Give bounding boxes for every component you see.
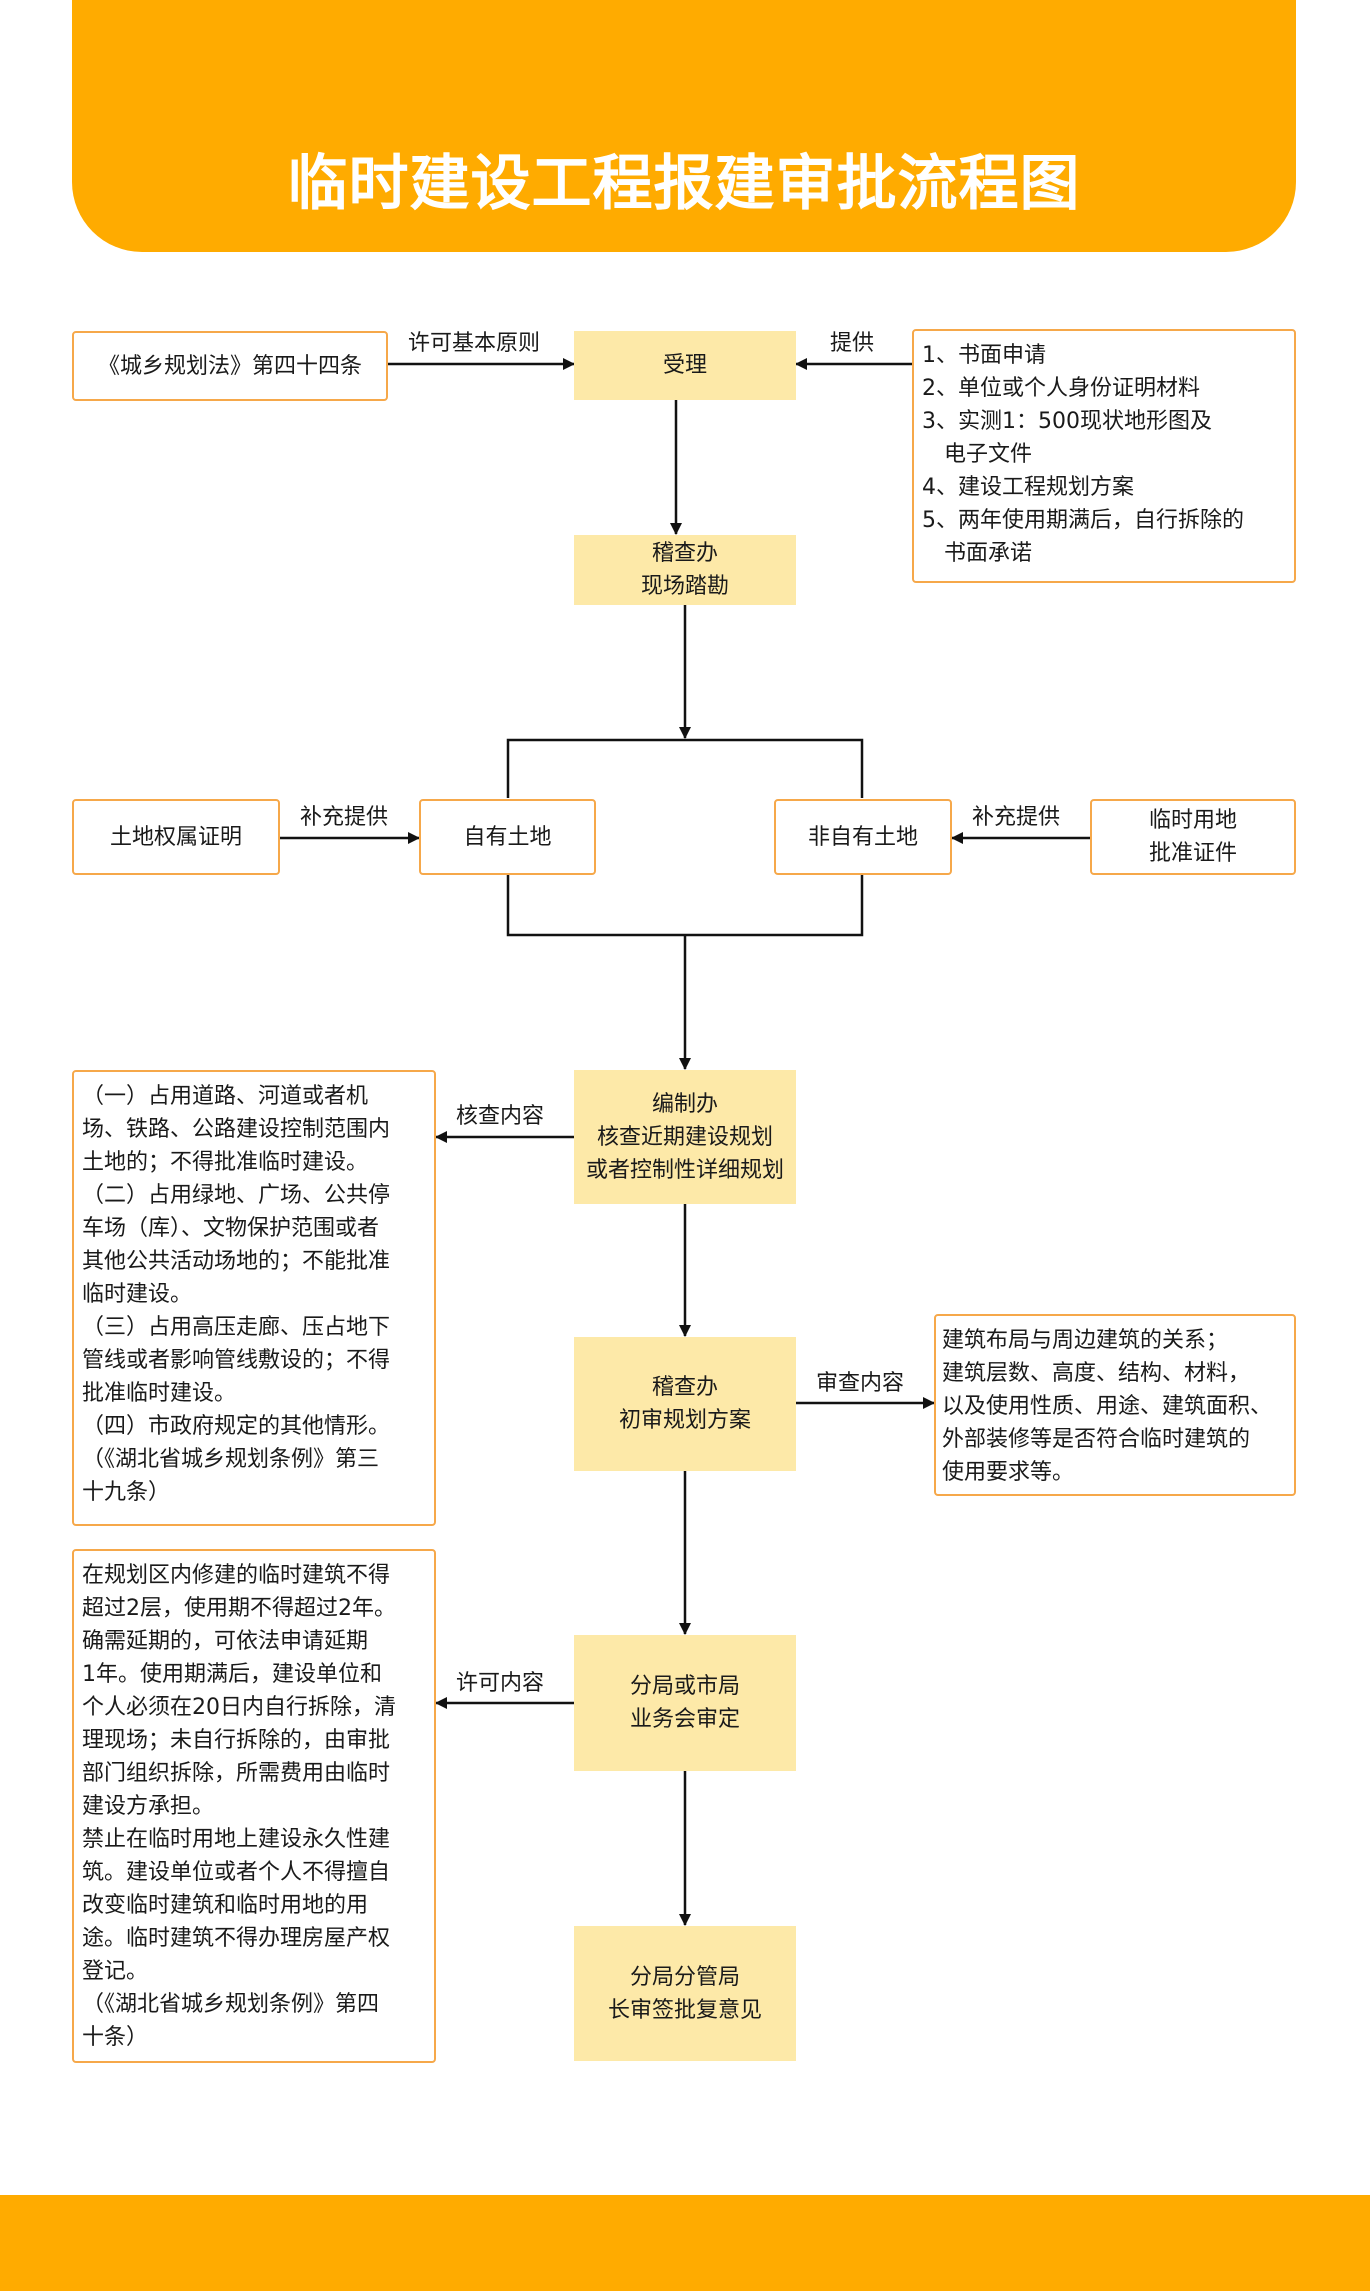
box-permit-content-line: 登记。: [82, 1959, 149, 1984]
box-check-content-line: （四）市政府规定的其他情形。: [82, 1414, 391, 1439]
box-permit-content-line: 禁止在临时用地上建设永久性建: [82, 1827, 391, 1852]
box-check-content-line: 临时建设。: [82, 1282, 193, 1307]
node-own-land-line: 自有土地: [463, 824, 552, 850]
box-check-content-line: （《湖北省城乡规划条例》第三: [82, 1447, 380, 1472]
box-land-cert-line: 土地权属证明: [109, 824, 242, 850]
node-approval: 分局分管局 长审签批复意见: [574, 1926, 796, 2061]
node-own-land: 自有土地: [419, 799, 596, 875]
box-review-content-line: 使用要求等。: [942, 1460, 1075, 1485]
node-accept-line: 受理: [662, 353, 707, 378]
box-permit-content-line: 超过2层，使用期不得超过2年。: [82, 1596, 396, 1621]
box-check-content-line: 车场（库）、文物保护范围或者: [82, 1216, 380, 1241]
box-check-content-line: 土地的；不得批准临时建设。: [82, 1150, 369, 1175]
box-review-content-line: 建筑布局与周边建筑的关系；: [942, 1328, 1229, 1353]
box-law-line: 《城乡规划法》第四十四条: [97, 353, 362, 379]
box-materials-line: 2、单位或个人身份证明材料: [922, 376, 1200, 401]
node-initial-review-line: 稽查办: [651, 1375, 718, 1400]
box-permit-content-line: 在规划区内修建的临时建筑不得: [82, 1563, 391, 1588]
box-materials-line: 4、建设工程规划方案: [922, 475, 1134, 500]
edge-label-supplement-right: 补充提供: [972, 805, 1061, 830]
box-review-content-line: 以及使用性质、用途、建筑面积、: [942, 1394, 1273, 1419]
box-temp-land-line: 临时用地: [1148, 808, 1237, 833]
edge-label-provide: 提供: [830, 331, 875, 356]
box-materials: 1、书面申请 2、单位或个人身份证明材料 3、实测1：500现状地形图及 电子文…: [912, 329, 1296, 583]
node-initial-review-line: 初审规划方案: [618, 1408, 751, 1433]
merge-land-types: [506, 875, 864, 937]
node-planning-check-line: 编制办: [651, 1091, 718, 1117]
edge-label-review: 审查内容: [816, 1371, 905, 1396]
box-review-content: 建筑布局与周边建筑的关系； 建筑层数、高度、结构、材料， 以及使用性质、用途、建…: [934, 1314, 1296, 1496]
box-check-content-line: 管线或者影响管线敷设的；不得: [82, 1348, 391, 1373]
box-permit-content-line: 理现场；未自行拆除的，由审批: [82, 1728, 391, 1753]
box-check-content-line: 其他公共活动场地的；不能批准: [82, 1249, 391, 1274]
box-check-content-line: 场、铁路、公路建设控制范围内: [82, 1117, 391, 1142]
box-materials-line: 电子文件: [922, 442, 1033, 467]
box-check-content-line: 批准临时建设。: [82, 1381, 237, 1406]
node-meeting-review-line: 业务会审定: [629, 1707, 740, 1732]
box-permit-content-line: 改变临时建筑和临时用地的用: [82, 1893, 369, 1918]
node-non-own-land-line: 非自有土地: [807, 824, 918, 850]
node-planning-check: 编制办 核查近期建设规划 或者控制性详细规划: [574, 1070, 796, 1204]
box-permit-content-line: （《湖北省城乡规划条例》第四: [82, 1992, 380, 2017]
edge-label-supplement-left: 补充提供: [300, 805, 389, 830]
node-approval-line: 长审签批复意见: [607, 1997, 762, 2023]
box-temp-land-line: 批准证件: [1148, 841, 1237, 866]
box-check-content-line: （一）占用道路、河道或者机: [82, 1084, 369, 1109]
box-review-content-line: 外部装修等是否符合临时建筑的: [942, 1427, 1251, 1452]
box-permit-content-line: 十条）: [82, 2025, 149, 2050]
box-permit-content: 在规划区内修建的临时建筑不得 超过2层，使用期不得超过2年。 确需延期的，可依法…: [72, 1549, 436, 2063]
box-materials-line: 书面承诺: [922, 541, 1033, 566]
box-materials-line: 1、书面申请: [922, 343, 1046, 368]
node-planning-check-line: 核查近期建设规划: [596, 1124, 773, 1150]
node-accept: 受理: [574, 331, 796, 400]
box-check-content: （一）占用道路、河道或者机 场、铁路、公路建设控制范围内 土地的；不得批准临时建…: [72, 1070, 436, 1526]
box-review-content-line: 建筑层数、高度、结构、材料，: [942, 1361, 1251, 1386]
box-land-cert: 土地权属证明: [72, 799, 280, 875]
box-check-content-line: 十九条）: [82, 1480, 171, 1505]
box-permit-content-line: 部门组织拆除，所需费用由临时: [82, 1761, 391, 1786]
box-temp-land: 临时用地 批准证件: [1090, 799, 1296, 875]
box-permit-content-line: 个人必须在20日内自行拆除，清: [82, 1695, 396, 1720]
edge-label-permit: 许可内容: [456, 1671, 545, 1696]
node-site-survey: 稽查办 现场踏勘: [574, 535, 796, 605]
page-title: 临时建设工程报建审批流程图: [287, 149, 1081, 219]
node-planning-check-line: 或者控制性详细规划: [585, 1157, 784, 1183]
edge-label-check: 核查内容: [456, 1104, 545, 1129]
box-materials-line: 5、两年使用期满后，自行拆除的: [922, 508, 1244, 533]
node-approval-line: 分局分管局: [629, 1964, 740, 1990]
node-site-survey-line: 稽查办: [651, 541, 718, 566]
box-permit-content-line: 1年。使用期满后，建设单位和: [82, 1662, 382, 1687]
box-permit-content-line: 建设方承担。: [82, 1794, 215, 1819]
node-non-own-land: 非自有土地: [774, 799, 952, 875]
box-permit-content-line: 筑。建设单位或者个人不得擅自: [82, 1860, 391, 1885]
box-materials-line: 3、实测1：500现状地形图及: [922, 409, 1212, 434]
edge-label-principle: 许可基本原则: [408, 331, 541, 356]
box-law: 《城乡规划法》第四十四条: [72, 331, 388, 401]
header-banner: [72, 0, 1296, 252]
footer-bar: [0, 2195, 1370, 2291]
box-check-content-line: （三）占用高压走廊、压占地下: [82, 1315, 391, 1340]
node-meeting-review: 分局或市局 业务会审定: [574, 1635, 796, 1771]
node-site-survey-line: 现场踏勘: [640, 574, 729, 599]
node-meeting-review-line: 分局或市局: [629, 1674, 740, 1699]
box-check-content-line: （二）占用绿地、广场、公共停: [82, 1183, 391, 1208]
box-permit-content-line: 途。临时建筑不得办理房屋产权: [82, 1926, 391, 1951]
branch-to-land-types: [506, 738, 864, 798]
box-permit-content-line: 确需延期的，可依法申请延期: [82, 1629, 369, 1654]
node-initial-review: 稽查办 初审规划方案: [574, 1337, 796, 1471]
